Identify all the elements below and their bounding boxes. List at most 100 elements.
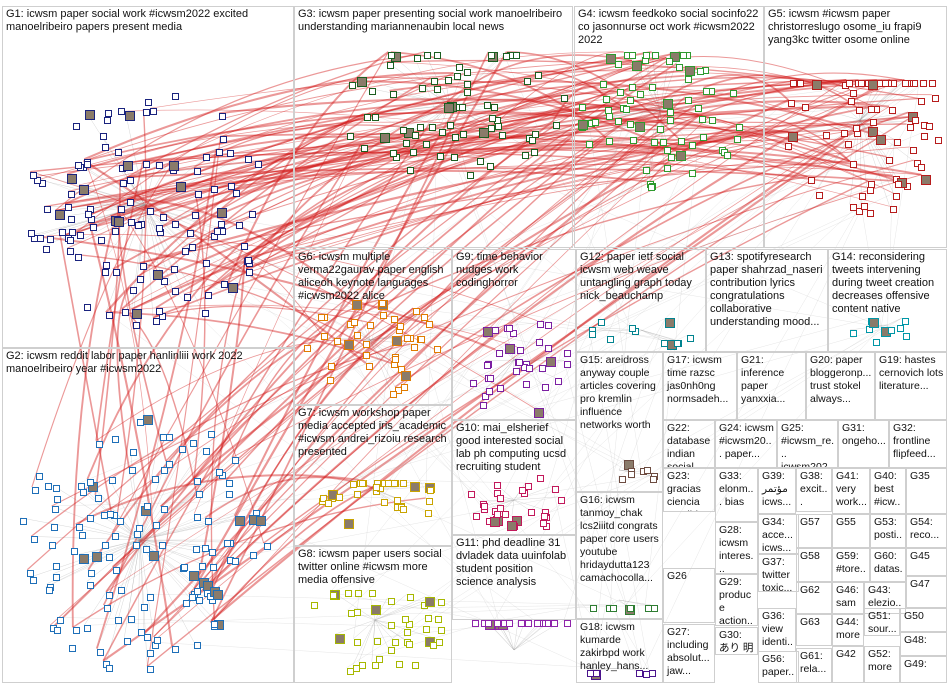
user-node-g5: [929, 80, 936, 87]
user-node-g2: [112, 436, 119, 443]
user-node-g11: [564, 620, 571, 627]
user-node-g5: [850, 204, 857, 211]
user-node-g5: [870, 119, 877, 126]
user-node-g10: [490, 517, 500, 527]
user-node-g9: [483, 327, 493, 337]
user-node-g7: [336, 494, 343, 501]
user-node-g12: [665, 318, 675, 328]
user-node-g7: [426, 498, 433, 505]
user-node-g1: [105, 110, 112, 117]
user-node-g5: [893, 193, 900, 200]
user-node-g5: [856, 107, 863, 114]
user-node-g11: [485, 620, 492, 627]
user-node-g6: [426, 321, 433, 328]
user-node-g18: [593, 670, 600, 677]
user-node-g4: [643, 167, 650, 174]
user-node-g5: [788, 100, 795, 107]
user-node-g5: [902, 80, 909, 87]
user-node-g2: [264, 543, 271, 550]
user-node-g9: [497, 385, 504, 392]
user-node-g5: [797, 80, 804, 87]
user-node-g4: [685, 76, 692, 83]
user-node-g1: [130, 287, 137, 294]
user-node-g9: [492, 327, 499, 334]
user-node-g4: [592, 119, 599, 126]
user-node-g2: [52, 506, 59, 513]
user-node-g2: [49, 542, 56, 549]
user-node-g1: [102, 144, 109, 151]
user-node-g4: [586, 141, 593, 148]
user-node-g2: [210, 564, 217, 571]
user-node-g4: [635, 122, 645, 132]
user-node-g8: [404, 629, 411, 636]
user-node-g1: [84, 304, 91, 311]
user-node-g2: [30, 577, 37, 584]
user-node-g2: [53, 574, 60, 581]
user-node-g4: [615, 61, 622, 68]
user-node-g8: [388, 622, 395, 629]
user-node-g2: [190, 440, 197, 447]
user-node-g4: [678, 138, 685, 145]
user-node-g6: [413, 308, 420, 315]
user-node-g2: [84, 625, 91, 632]
user-node-g9: [486, 388, 493, 395]
user-node-g4: [689, 142, 696, 149]
user-node-g1: [228, 283, 238, 293]
user-node-g8: [376, 656, 383, 663]
user-node-g2: [202, 545, 209, 552]
user-node-g1: [203, 154, 210, 161]
user-node-g5: [823, 132, 830, 139]
user-node-g5: [907, 124, 914, 131]
user-node-g3: [529, 137, 536, 144]
user-node-g7: [359, 480, 366, 487]
user-node-g9: [487, 375, 494, 382]
user-node-g2: [115, 617, 122, 624]
user-node-g14: [888, 327, 895, 334]
user-node-g2: [87, 515, 94, 522]
user-node-g3: [361, 145, 368, 152]
user-node-g1: [73, 123, 80, 130]
user-node-g1: [44, 206, 51, 213]
user-node-g4: [637, 91, 644, 98]
user-node-g7: [325, 500, 332, 507]
user-node-g2: [53, 563, 60, 570]
user-node-g15: [619, 476, 626, 483]
user-node-g1: [79, 185, 89, 195]
user-node-g1: [106, 312, 113, 319]
user-node-g4: [730, 90, 737, 97]
user-node-g2: [73, 627, 80, 634]
user-node-g1: [65, 204, 72, 211]
user-node-g5: [935, 137, 942, 144]
user-node-g9: [496, 350, 503, 357]
user-node-g1: [176, 182, 186, 192]
user-node-g1: [246, 269, 253, 276]
user-node-g3: [372, 114, 379, 121]
user-node-g14: [869, 318, 879, 328]
user-node-g5: [859, 193, 866, 200]
user-node-g4: [657, 126, 664, 133]
user-node-g7: [400, 506, 407, 513]
user-node-g4: [685, 97, 692, 104]
user-node-g1: [143, 161, 150, 168]
user-node-g5: [850, 161, 857, 168]
user-node-g4: [736, 124, 743, 131]
user-node-g1: [145, 99, 152, 106]
user-node-g2: [102, 542, 109, 549]
user-node-g10: [507, 521, 517, 531]
user-node-g1: [118, 206, 125, 213]
user-node-g4: [627, 121, 634, 128]
user-node-g8: [425, 597, 435, 607]
user-node-g2: [79, 554, 89, 564]
user-node-g2: [130, 449, 137, 456]
user-node-g8: [354, 639, 361, 646]
user-node-g8: [348, 610, 355, 617]
user-node-g8: [436, 639, 443, 646]
user-node-g4: [627, 97, 634, 104]
user-node-g3: [561, 95, 568, 102]
user-node-g6: [367, 322, 374, 329]
user-node-g11: [551, 620, 558, 627]
user-node-g1: [219, 113, 226, 120]
user-node-g4: [600, 81, 607, 88]
user-node-g4: [697, 68, 704, 75]
